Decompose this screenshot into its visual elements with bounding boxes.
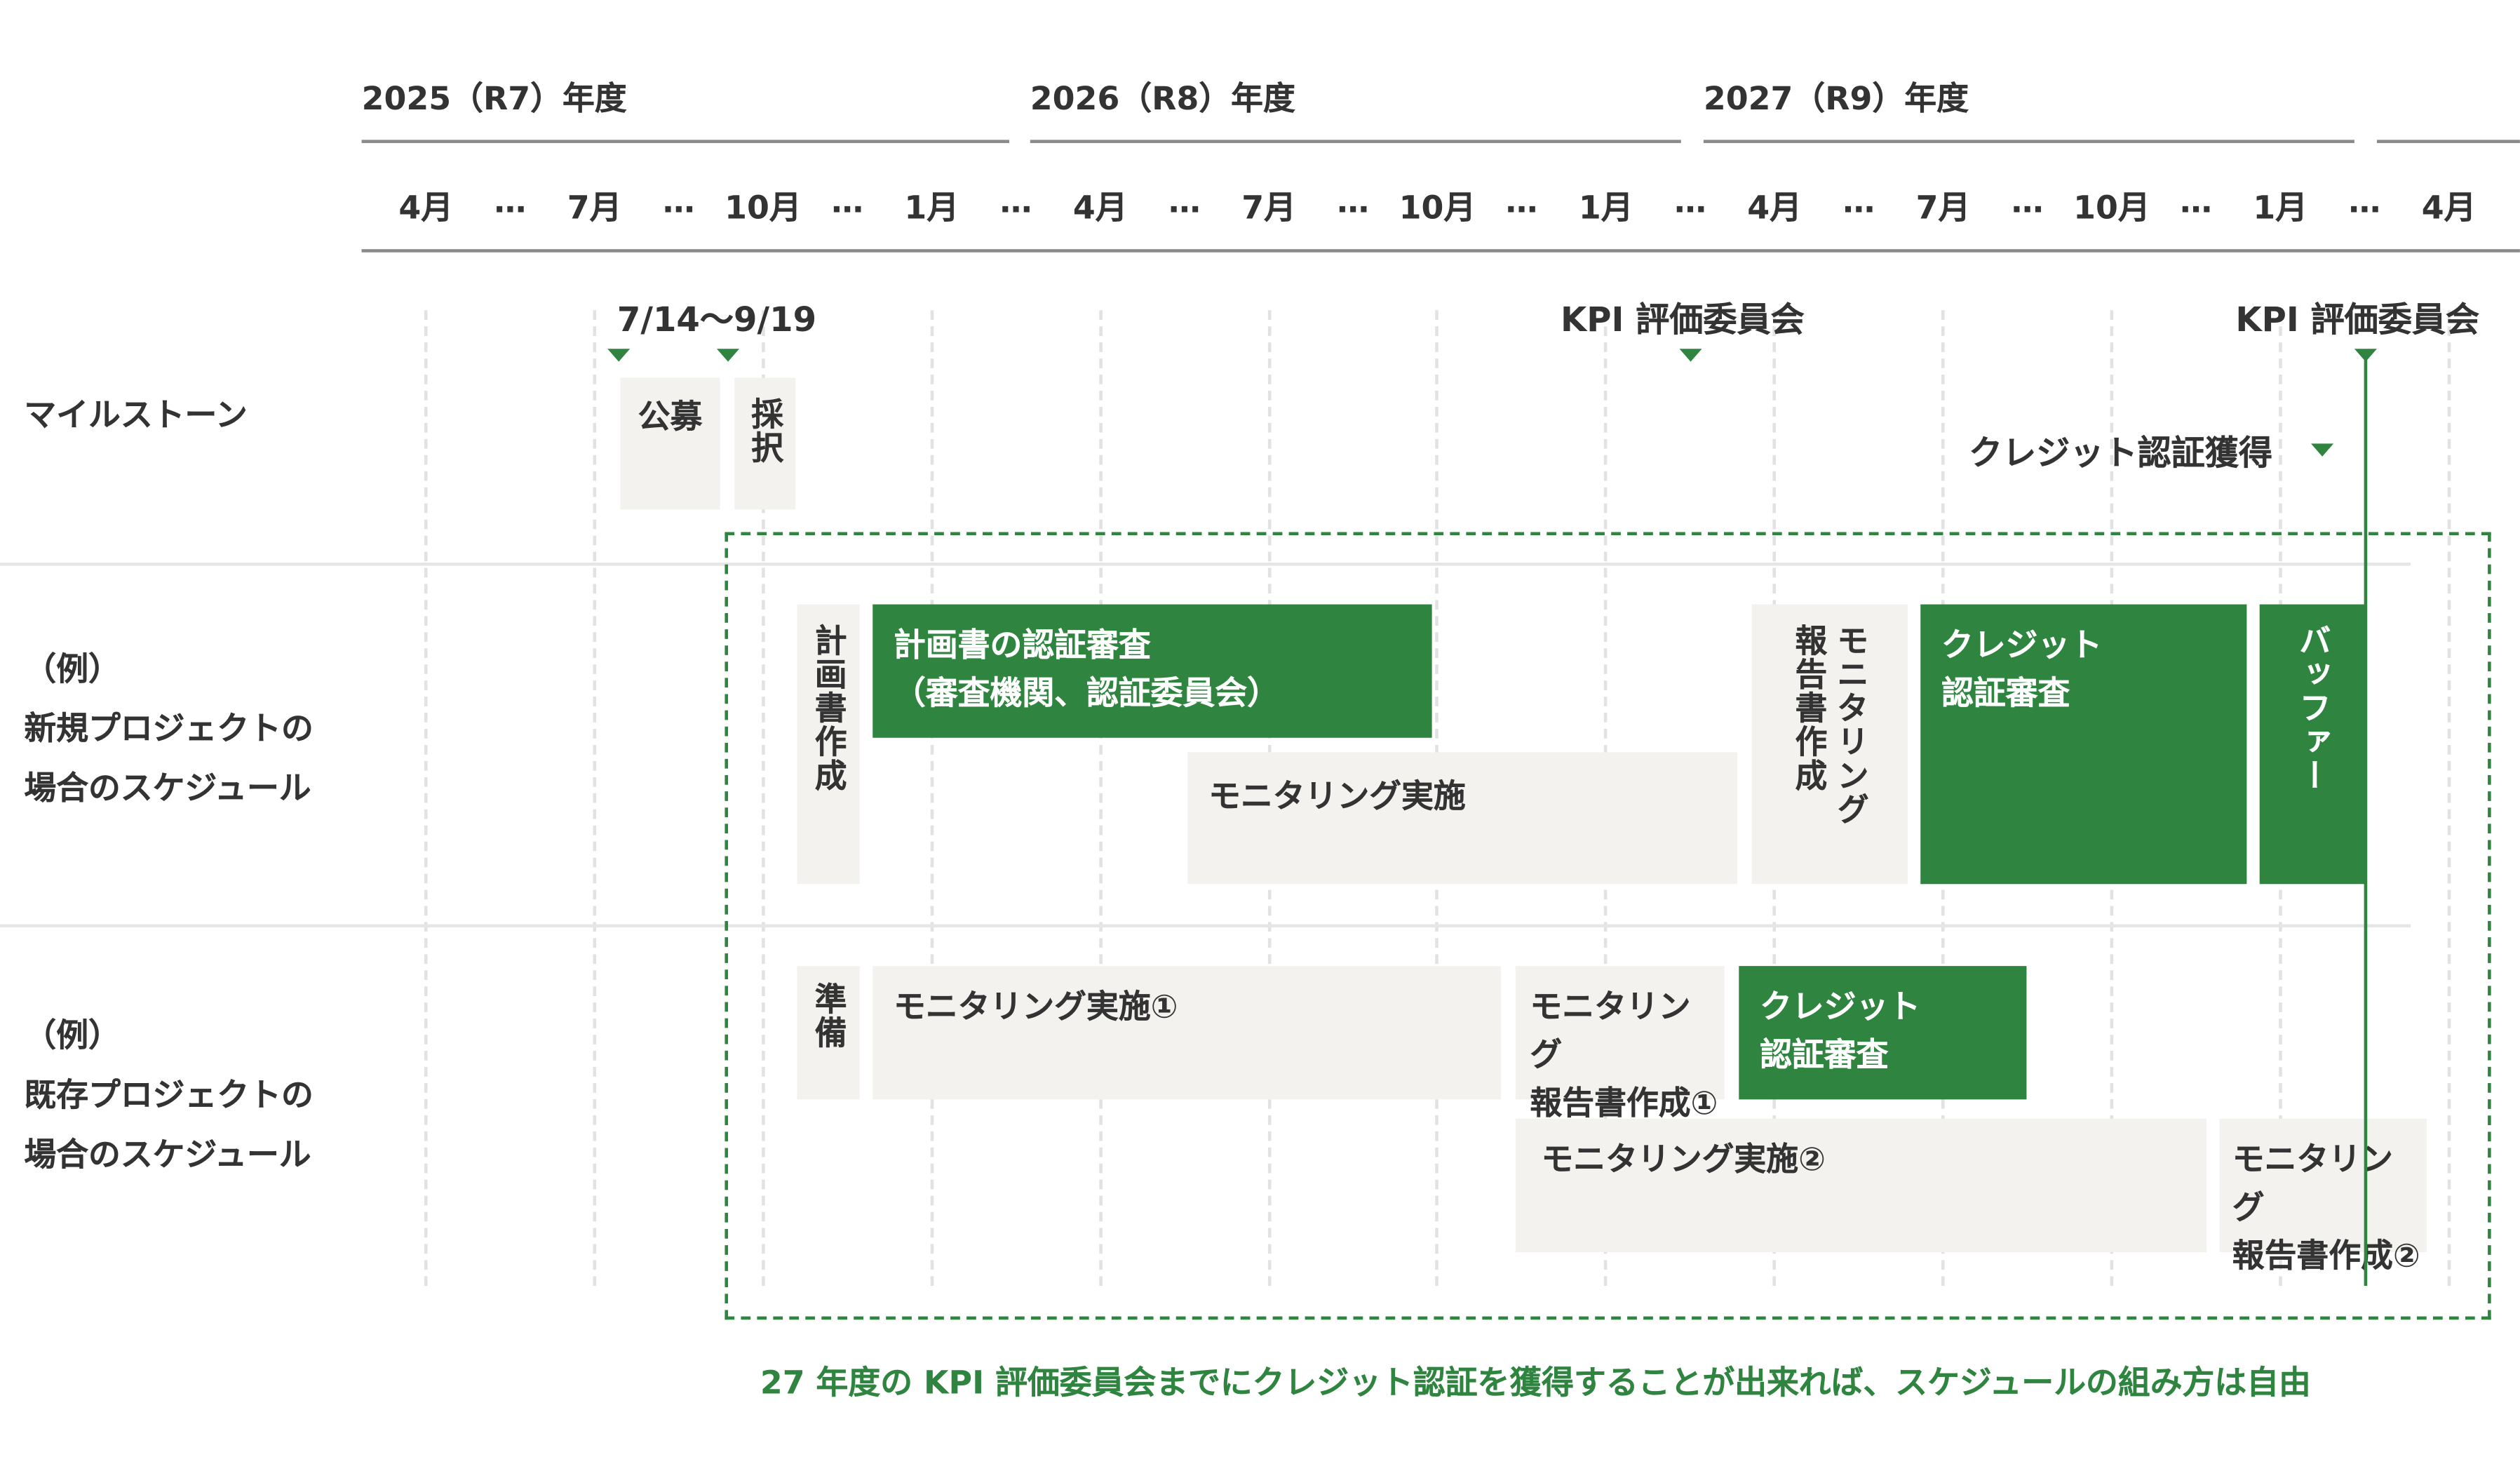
year-label-2027: 2027（R9）年度 xyxy=(1703,79,1969,118)
month-gridline xyxy=(1098,310,1102,1287)
box-koubo: 公募 xyxy=(620,377,720,510)
month-ellipsis: … xyxy=(2180,181,2212,220)
marker-koubo-icon xyxy=(607,349,631,362)
box-keikaku-sakusei: 計画書作成 xyxy=(797,604,860,885)
box-monitoring-report-new: モニタリング 報告書作成 xyxy=(1751,604,1908,885)
row-separator-1 xyxy=(0,562,2411,566)
milestone-kpi2-label: KPI 評価委員会 xyxy=(2235,300,2480,340)
month-ellipsis: … xyxy=(2011,181,2044,220)
credit-deadline-line xyxy=(2364,356,2368,1287)
box-buffer: バッファー xyxy=(2259,604,2366,885)
box-monitoring-2: モニタリング実施② xyxy=(1515,1118,2207,1253)
box-keikaku-sakusei-text: 計画書作成 xyxy=(809,624,848,793)
milestone-credit-label: クレジット認証獲得 xyxy=(1968,434,2273,473)
month-gridline xyxy=(930,310,934,1287)
box-report-2: モニタリング 報告書作成② xyxy=(2219,1118,2427,1275)
month-axis-line xyxy=(361,249,2520,253)
month-label: 7月 xyxy=(1915,188,1971,227)
box-monitoring-1: モニタリング実施① xyxy=(872,966,1502,1100)
month-ellipsis: … xyxy=(1505,181,1538,220)
box-keikaku-shinsa: 計画書の認証審査 （審査機関、認証委員会） xyxy=(872,604,1432,738)
box-report-1: モニタリング 報告書作成① xyxy=(1515,966,1725,1122)
month-ellipsis: … xyxy=(831,181,864,220)
month-ellipsis: … xyxy=(1842,181,1875,220)
schedule-note: 27 年度の KPI 評価委員会までにクレジット認証を獲得することが出来れば、ス… xyxy=(760,1363,2311,1402)
month-label: 1月 xyxy=(904,188,959,227)
box-credit-new: クレジット 認証審査 xyxy=(1920,604,2247,885)
year-underline-2026 xyxy=(1030,140,1681,143)
month-label: 4月 xyxy=(398,188,454,227)
marker-kpi2-icon xyxy=(2354,349,2377,362)
year-underline-2025 xyxy=(361,140,1009,143)
month-label: 4月 xyxy=(2421,188,2477,227)
row-label-milestone: マイルストーン xyxy=(24,395,248,434)
year-label-2025: 2025（R7）年度 xyxy=(361,79,627,118)
month-gridline xyxy=(761,310,765,1287)
row-label-new-project: （例） 新規プロジェクトの 場合のスケジュール xyxy=(24,649,314,807)
milestone-kpi1-label: KPI 評価委員会 xyxy=(1560,300,1805,340)
month-gridline xyxy=(424,310,428,1287)
year-label-2026: 2026（R8）年度 xyxy=(1030,79,1295,118)
milestone-period-label: 7/14〜9/19 xyxy=(616,300,817,340)
free-scheduling-area xyxy=(725,532,2491,1320)
marker-saitaku-icon xyxy=(716,349,740,362)
month-label: 7月 xyxy=(567,188,622,227)
marker-kpi1-icon xyxy=(1679,349,1702,362)
month-label: 4月 xyxy=(1747,188,1802,227)
month-ellipsis: … xyxy=(1337,181,1370,220)
row-label-existing-project: （例） 既存プロジェクトの 場合のスケジュール xyxy=(24,1016,314,1174)
month-label: 4月 xyxy=(1072,188,1128,227)
month-label: 1月 xyxy=(2253,188,2308,227)
month-ellipsis: … xyxy=(494,181,527,220)
month-ellipsis: … xyxy=(2348,181,2381,220)
box-monitoring-new: モニタリング実施 xyxy=(1187,752,1738,885)
box-saitaku: 採択 xyxy=(734,377,796,510)
box-junbi: 準備 xyxy=(797,966,860,1100)
row-separator-2 xyxy=(0,924,2411,928)
month-label: 10月 xyxy=(2073,188,2150,227)
box-credit-existing: クレジット 認証審査 xyxy=(1739,966,2027,1100)
month-label: 7月 xyxy=(1241,188,1296,227)
month-ellipsis: … xyxy=(999,181,1032,220)
marker-credit-icon xyxy=(2311,443,2334,457)
month-gridline xyxy=(2447,310,2451,1287)
box-monitoring-report-new-text: モニタリング 報告書作成 xyxy=(1789,624,1871,826)
month-label: 10月 xyxy=(725,188,802,227)
month-gridline xyxy=(593,310,596,1287)
month-ellipsis: … xyxy=(1168,181,1201,220)
year-underline-2027 xyxy=(1703,140,2354,143)
box-junbi-text: 準備 xyxy=(809,982,848,1050)
month-ellipsis: … xyxy=(662,181,695,220)
year-underline-2028 xyxy=(2376,140,2520,143)
month-label: 10月 xyxy=(1399,188,1476,227)
month-label: 1月 xyxy=(1578,188,1633,227)
month-ellipsis: … xyxy=(1674,181,1706,220)
box-saitaku-text: 採択 xyxy=(746,396,785,465)
box-buffer-text: バッファー xyxy=(2293,624,2332,793)
